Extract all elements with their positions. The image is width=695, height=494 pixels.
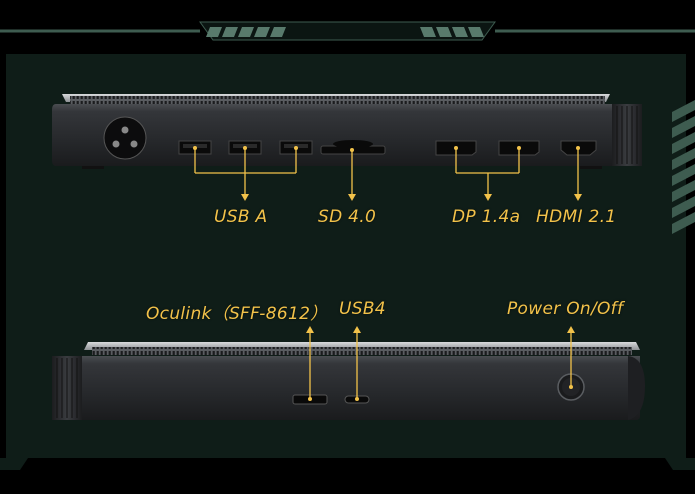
hdmi-label: HDMI 2.1 bbox=[536, 207, 617, 227]
top-frame-decoration bbox=[0, 21, 695, 41]
dc-power-jack-icon bbox=[103, 116, 147, 160]
sd-card-slot-icon bbox=[320, 140, 386, 155]
right-frame-chevrons bbox=[672, 100, 695, 234]
oculink-label: Oculink（SFF-8612） bbox=[146, 304, 328, 324]
rear-device bbox=[52, 94, 642, 169]
sd-label: SD 4.0 bbox=[318, 207, 377, 227]
rear-callout-lines bbox=[193, 146, 582, 201]
front-device bbox=[52, 342, 645, 420]
dp-label: DP 1.4a bbox=[452, 207, 521, 227]
front-callout-lines bbox=[306, 326, 575, 401]
bottom-frame-decoration bbox=[0, 458, 695, 494]
power-label: Power On/Off bbox=[507, 299, 624, 319]
usb-a-label: USB A bbox=[214, 207, 268, 227]
usb4-label: USB4 bbox=[339, 299, 386, 319]
